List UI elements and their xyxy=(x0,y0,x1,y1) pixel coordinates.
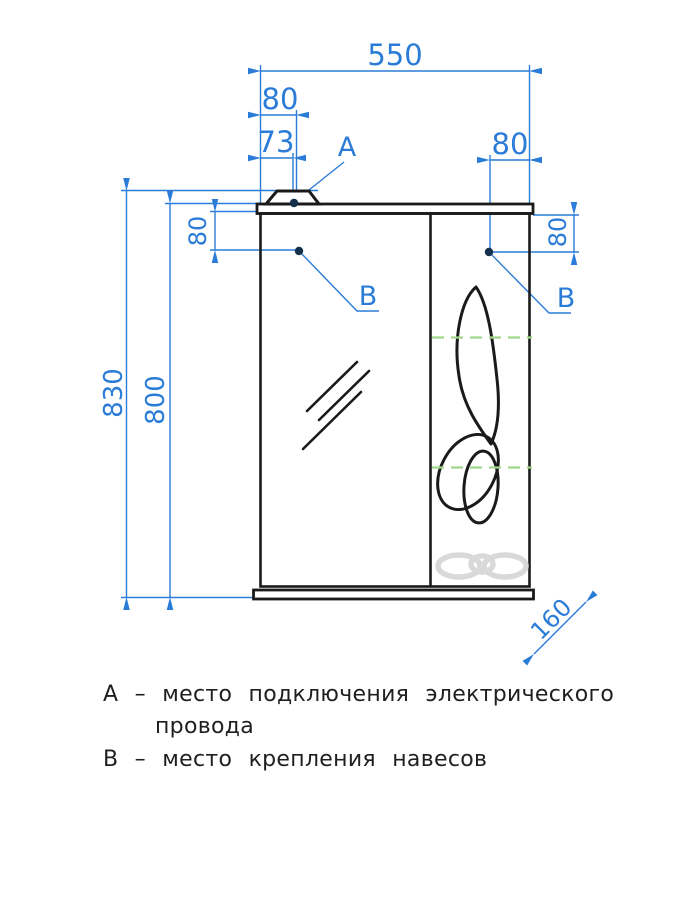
point-a-label: А xyxy=(337,132,357,163)
electrical-box xyxy=(262,189,323,206)
point-b-right-label: В xyxy=(556,283,576,314)
dim-hinge-drop-left xyxy=(210,199,295,263)
bottom-panel xyxy=(252,588,535,601)
dim-body-height xyxy=(165,190,261,610)
dim-depth xyxy=(522,590,598,666)
dim-connection-offset-alt-label: 73 xyxy=(257,125,295,159)
legend-line-1: А – место подключения электрического xyxy=(103,682,615,707)
dim-hinge-drop-left-label: 80 xyxy=(184,215,212,247)
point-b-left-dot xyxy=(294,246,304,256)
dim-hinge-offset-top-right-label: 80 xyxy=(491,127,529,161)
leader-b-left xyxy=(298,250,379,312)
door-ribbon-decor xyxy=(436,285,500,525)
dim-hinge-drop-right-label: 80 xyxy=(544,216,572,248)
shelf-dashed-lines xyxy=(432,336,532,469)
cabinet-outline xyxy=(252,189,535,601)
dim-hinge-drop-right xyxy=(492,202,579,265)
point-b-right-dot xyxy=(484,247,494,257)
point-b-left-label: В xyxy=(358,281,378,312)
dim-hinge-offset-top-right xyxy=(477,155,542,249)
dim-overall-height-label: 830 xyxy=(99,368,129,418)
mount-points xyxy=(289,198,494,257)
dim-body-height-label: 800 xyxy=(141,375,171,425)
leader-b-right xyxy=(488,251,571,314)
dim-overall-width xyxy=(248,65,542,205)
dimension-lines xyxy=(121,65,598,666)
mirror-hatch xyxy=(301,360,371,451)
legend-line-3: В – место крепления навесов xyxy=(103,747,488,772)
point-a-dot xyxy=(289,198,299,208)
cabinet-body xyxy=(259,212,531,588)
dim-overall-width-label: 550 xyxy=(367,38,423,72)
dim-connection-offset-label: 80 xyxy=(261,82,299,116)
legend-line-2: провода xyxy=(155,714,255,739)
brand-logo-gray xyxy=(435,552,529,580)
